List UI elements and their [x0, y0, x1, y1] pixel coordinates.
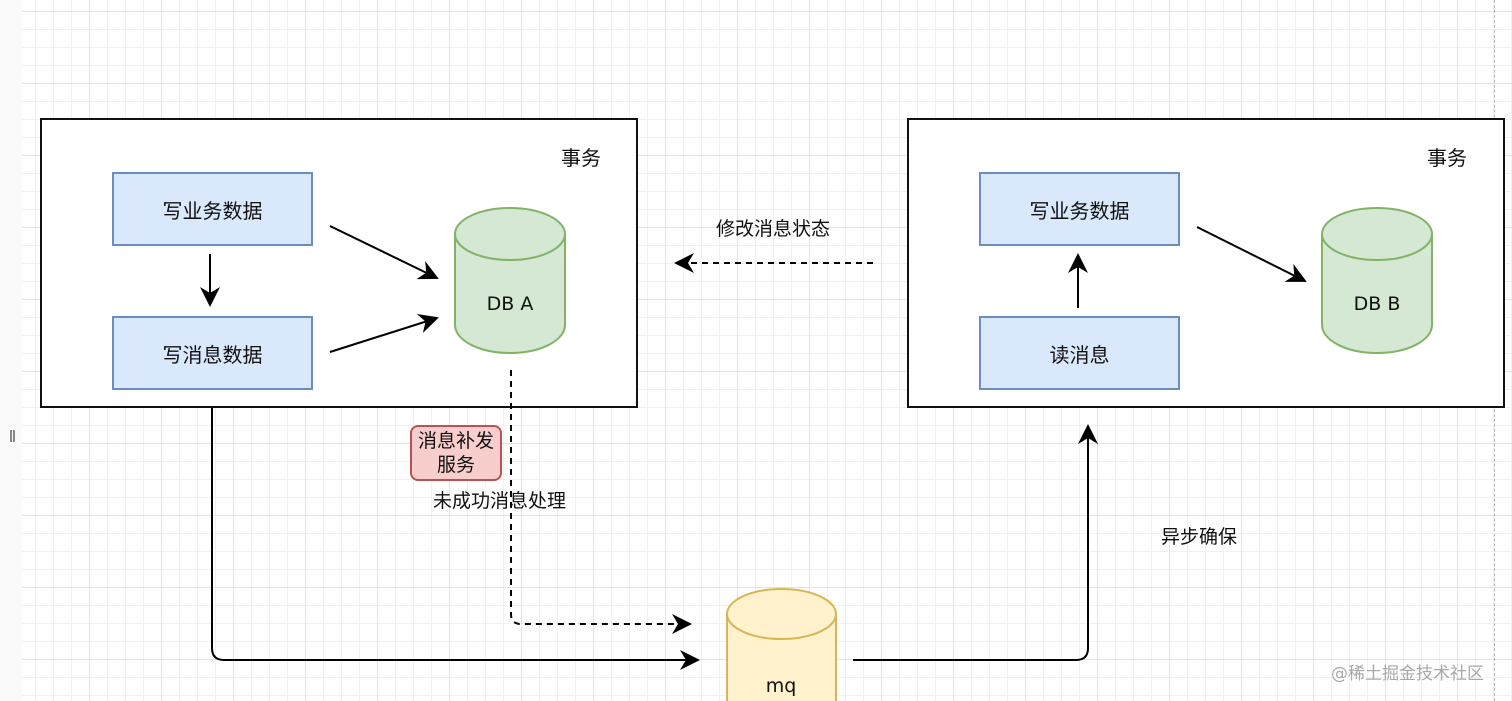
resend-service-line2: 服务	[436, 454, 475, 476]
left-write-message-text: 写消息数据	[162, 342, 263, 367]
left-write-business-node[interactable]: 写业务数据	[112, 172, 313, 246]
mq-label: mq	[766, 675, 797, 697]
read-message-node[interactable]: 读消息	[979, 316, 1180, 390]
edge-write-business-to-db-b[interactable]	[1196, 226, 1307, 282]
edge-left-transaction-to-mq[interactable]	[211, 408, 700, 670]
message-resend-service-node[interactable]: 消息补发 服务	[410, 425, 502, 481]
db-a-cylinder[interactable]: DB A	[454, 207, 566, 354]
right-write-business-node[interactable]: 写业务数据	[979, 172, 1180, 246]
label-modify-message-status: 修改消息状态	[716, 218, 831, 240]
edge-resend-to-mq[interactable]	[510, 370, 692, 634]
right-transaction-label: 事务	[1427, 146, 1467, 170]
watermark: @稀土掘金技术社区	[1331, 664, 1484, 684]
edge-write-message-to-db-a[interactable]	[329, 313, 439, 353]
panel-resize-handle[interactable]	[10, 430, 15, 442]
right-write-business-text: 写业务数据	[1029, 198, 1130, 223]
read-message-text: 读消息	[1049, 342, 1110, 367]
db-b-cylinder[interactable]: DB B	[1321, 207, 1433, 354]
mq-cylinder[interactable]: mq	[726, 588, 837, 701]
left-write-message-node[interactable]: 写消息数据	[112, 316, 313, 390]
left-transaction-label: 事务	[561, 146, 601, 170]
db-b-label: DB B	[1354, 293, 1401, 315]
edge-mq-to-right-transaction[interactable]	[853, 424, 1098, 661]
left-write-business-text: 写业务数据	[162, 198, 263, 223]
resend-service-line1: 消息补发	[417, 430, 494, 452]
db-a-label: DB A	[487, 293, 534, 315]
edge-write-business-to-db-a[interactable]	[329, 225, 439, 280]
label-async-ensure: 异步确保	[1161, 526, 1238, 548]
label-failed-message-handling: 未成功消息处理	[433, 490, 567, 512]
